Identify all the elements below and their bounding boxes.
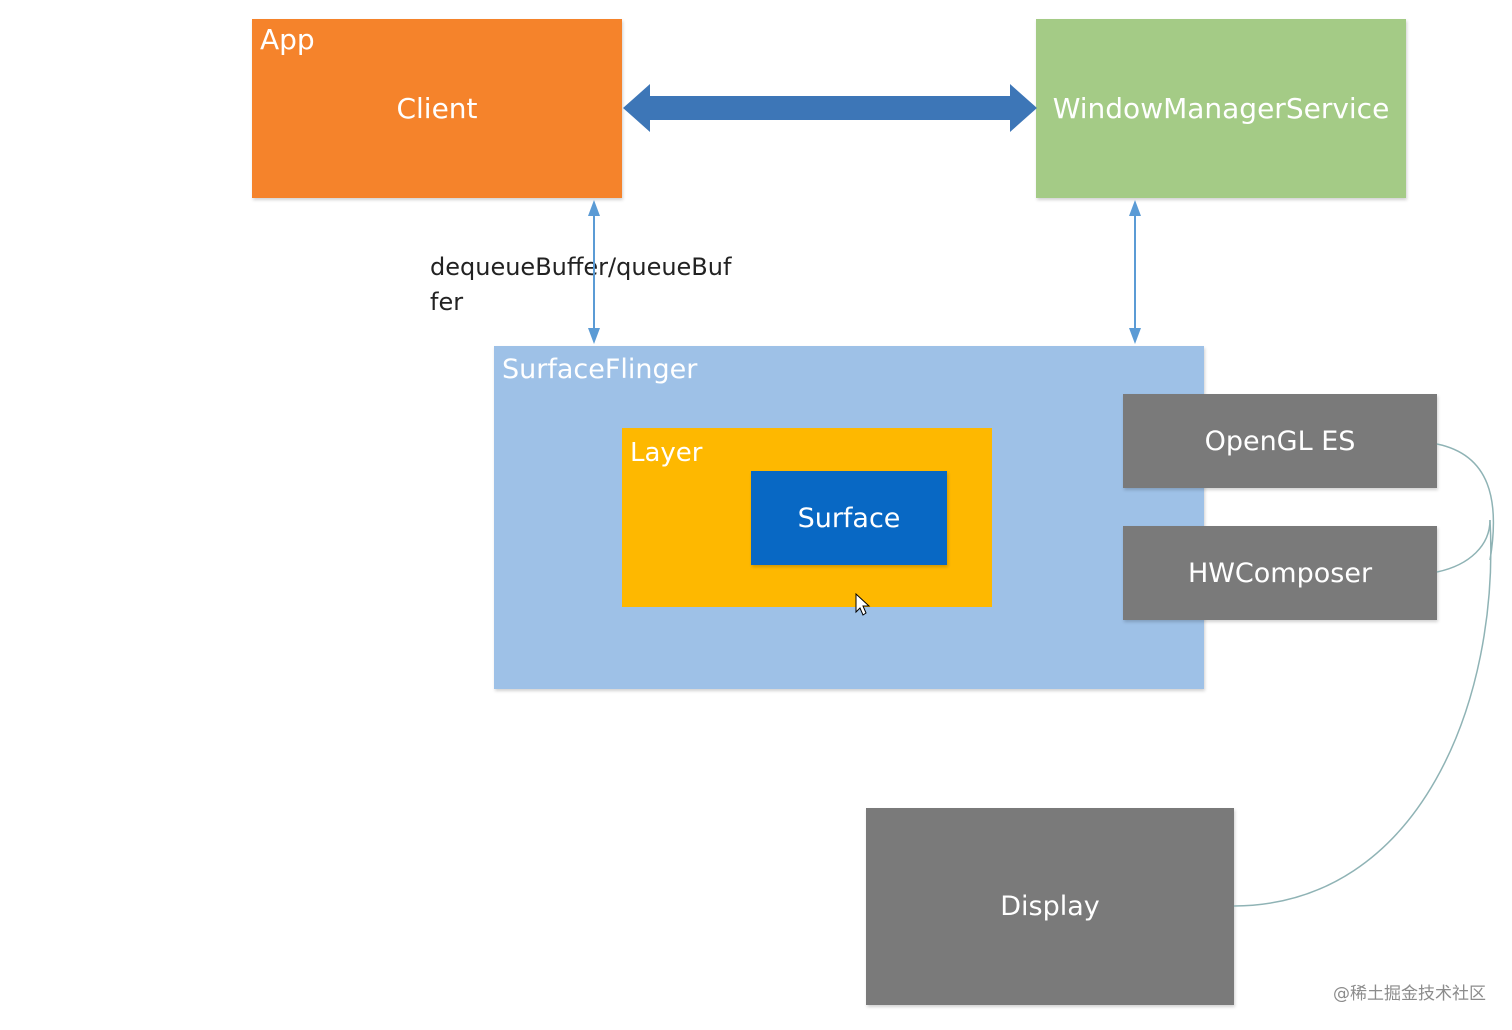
dequeue-queue-buffer-label: dequeueBuffer/queueBuf fer [430,250,732,320]
edge-label-line-2: fer [430,288,464,316]
surfaceflinger-title: SurfaceFlinger [502,354,698,385]
surface-box: Surface [751,471,947,565]
window-manager-service-label: WindowManagerService [1052,92,1390,125]
mouse-cursor-icon [855,592,871,616]
display-label: Display [1000,891,1100,922]
curve-to-display [1233,519,1492,907]
opengl-to-display-curve [1436,443,1495,561]
opengl-es-label: OpenGL ES [1204,425,1356,457]
wms-surfaceflinger-arrow [1129,200,1141,344]
layer-title: Layer [630,438,703,468]
app-box: App Client [252,19,622,198]
hwcomposer-to-display-curve [1436,519,1491,573]
hwcomposer-box: HWComposer [1123,526,1437,620]
client-wms-double-arrow [623,84,1037,132]
edge-label-line-1: dequeueBuffer/queueBuf [430,253,732,281]
surface-label: Surface [797,502,901,534]
window-manager-service-box: WindowManagerService [1036,19,1406,198]
display-box: Display [866,808,1234,1005]
client-label: Client [396,92,478,125]
hwcomposer-label: HWComposer [1187,557,1373,589]
app-title: App [260,23,315,56]
client-surfaceflinger-arrow [588,200,600,344]
opengl-es-box: OpenGL ES [1123,394,1437,488]
watermark: @稀土掘金技术社区 [1333,984,1486,1004]
display-curves [1233,443,1495,907]
